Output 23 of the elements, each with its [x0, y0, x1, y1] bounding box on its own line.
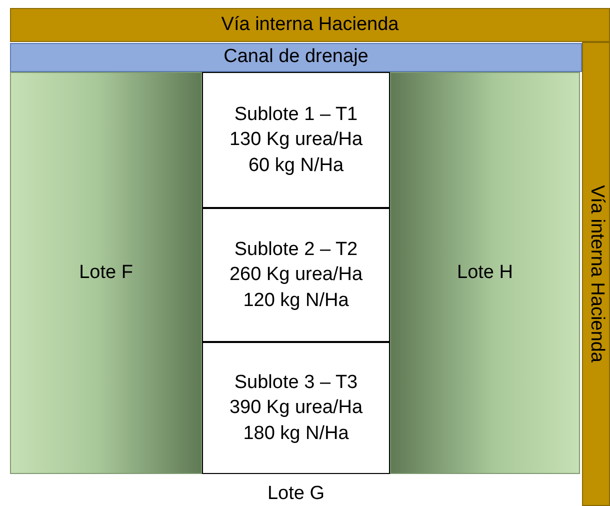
subplot-box	[202, 72, 390, 208]
plot-label: Lote G	[266, 482, 326, 506]
plot-label: 130 Kg urea/Ha	[229, 128, 363, 152]
drainage-canal-band	[10, 43, 582, 72]
plot-label: Canal de drenaje	[224, 45, 368, 70]
plot-label: 180 kg N/Ha	[243, 422, 349, 446]
subplot-box	[202, 208, 390, 342]
plot-label: Lote F	[79, 260, 133, 285]
plot-label: 390 Kg urea/Ha	[229, 396, 363, 420]
subplot-box	[202, 342, 390, 474]
plot-label: 260 Kg urea/Ha	[229, 263, 363, 288]
field-plot	[10, 72, 202, 474]
plot-label: 120 kg N/Ha	[243, 288, 349, 313]
plot-label: Vía interna Hacienda	[585, 185, 608, 363]
road-band	[10, 8, 610, 42]
plot-label: Sublote 2 – T2	[234, 238, 358, 262]
road-band	[582, 42, 610, 506]
plot-label: Sublote 1 – T1	[234, 102, 358, 127]
plot-label: Lote H	[457, 260, 513, 285]
field-plot	[390, 72, 580, 474]
plot-label: 60 kg N/Ha	[248, 154, 344, 178]
plot-label: Vía interna Hacienda	[221, 12, 399, 37]
plot-label: Sublote 3 – T3	[234, 370, 358, 395]
